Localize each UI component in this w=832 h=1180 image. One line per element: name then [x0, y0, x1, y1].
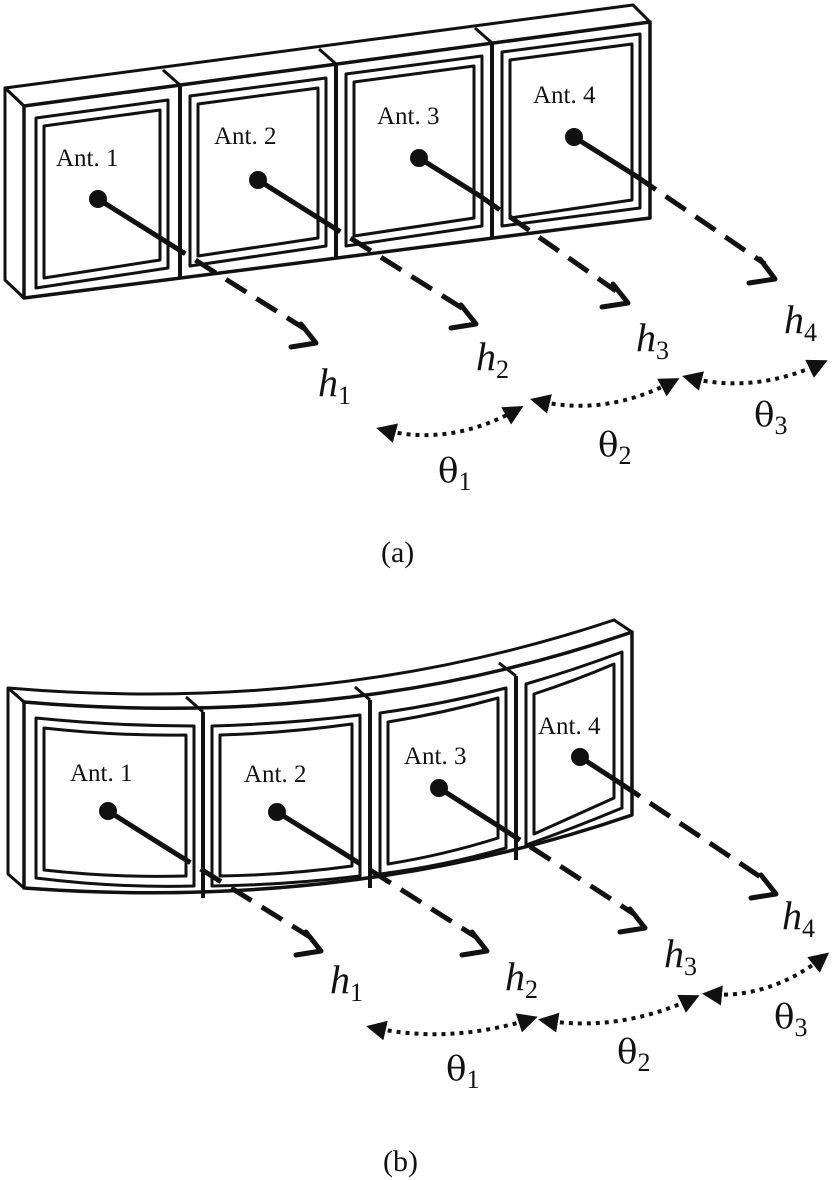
beam-arrowhead — [448, 302, 479, 331]
panel-a-angle-arc-3 — [682, 359, 828, 391]
panel-b-antenna-label-3: Ant. 3 — [404, 743, 467, 770]
beam-dashed-segment — [163, 238, 307, 332]
panel-a-antenna-label-4: Ant. 4 — [533, 82, 596, 109]
panel-b-beam-4 — [571, 748, 779, 901]
beam-arrowhead — [293, 929, 324, 958]
panel-b-caption: (b) — [383, 1145, 418, 1178]
panel-a-tile-4 — [500, 32, 642, 228]
panel-a-channel-label-4: h4 — [784, 297, 817, 347]
beam-solid-segment — [416, 155, 483, 199]
beam-arrowhead — [748, 872, 779, 901]
panel-b-channel-label-3: h3 — [664, 931, 697, 981]
panel-a-tile-3 — [344, 54, 484, 248]
panel-a-angle-label-1: θ1 — [438, 451, 471, 496]
panel-b: Ant. 1 Ant. 2 Ant. 3 Ant. 4 — [6, 618, 830, 1178]
panel-a-tile-3-inner — [352, 64, 476, 238]
panel-b-slab-left — [6, 686, 26, 890]
panel-b-angle-arc-2 — [538, 994, 700, 1033]
beam-arrowhead — [459, 929, 490, 958]
panel-a-tile-2 — [188, 76, 328, 268]
panel-a-angle-label-2: θ2 — [598, 425, 631, 470]
panel-b-channel-label-2: h2 — [505, 954, 538, 1004]
panel-a-angle-label-3: θ3 — [754, 395, 787, 440]
panel-b-angle-label-1: θ1 — [446, 1049, 479, 1094]
panel-a: Ant. 1 Ant. 2 Ant. 3 Ant. 4 — [3, 3, 828, 569]
beam-dashed-segment — [634, 173, 767, 267]
beam-dashed-segment — [338, 848, 478, 940]
beam-solid-segment — [571, 134, 639, 179]
panel-a-channel-label-2: h2 — [476, 334, 509, 384]
beam-dashed-segment — [168, 847, 312, 940]
panel-b-angle-arc-3 — [702, 952, 830, 1006]
panel-a-angle-arc-2 — [530, 378, 680, 414]
panel-a-beam-3 — [410, 149, 631, 310]
beam-solid-segment — [577, 754, 623, 786]
panel-b-angle-label-2: θ2 — [617, 1032, 650, 1077]
beam-solid-segment — [436, 785, 503, 830]
panel-b-tile-4-inner — [532, 662, 616, 836]
panel-b-channel-label-1: h1 — [330, 957, 363, 1007]
panel-b-tile-3 — [378, 686, 508, 876]
beam-solid-segment — [105, 808, 173, 853]
panel-b-angle-label-3: θ3 — [774, 997, 807, 1042]
beam-solid-segment — [255, 177, 323, 222]
panel-b-beam-2 — [268, 803, 490, 958]
panel-a-slab-left — [3, 86, 26, 300]
panel-b-top-seam — [354, 685, 371, 702]
beam-dashed-segment — [498, 824, 636, 917]
panel-b-beam-1 — [99, 802, 324, 958]
panel-b-antenna-label-1: Ant. 1 — [70, 760, 133, 787]
beam-arrowhead — [599, 281, 631, 310]
panel-b-top-seam — [185, 695, 204, 714]
panel-b-tile-2 — [210, 713, 362, 888]
beam-solid-segment — [274, 809, 343, 854]
beam-arrowhead — [746, 256, 778, 286]
panel-a-tile-1-inner — [42, 108, 162, 280]
panel-b-angle-arc-1 — [366, 1013, 538, 1041]
panel-a-top-seam — [474, 26, 493, 45]
panel-a-antenna-label-2: Ant. 2 — [214, 123, 277, 150]
panel-b-tile-2-inner — [218, 722, 354, 878]
panel-a-angle-arc-1 — [376, 406, 524, 443]
beam-dashed-segment — [318, 216, 467, 313]
panel-b-tile-1 — [34, 716, 196, 888]
panel-a-beam-4 — [565, 128, 778, 286]
panel-b-tile-3-inner — [386, 696, 500, 866]
beam-solid-segment — [95, 196, 168, 244]
panel-b-tile-4 — [524, 650, 624, 847]
panel-a-caption: (a) — [381, 536, 414, 569]
panel-a-channel-label-1: h1 — [318, 360, 351, 410]
panel-a-antenna-label-3: Ant. 3 — [377, 103, 440, 130]
panel-b-slab-front — [22, 630, 634, 895]
panel-a-tile-1 — [34, 98, 170, 290]
beam-arrowhead — [288, 321, 319, 350]
panel-a-channel-label-3: h3 — [636, 315, 669, 365]
beam-dashed-segment — [478, 193, 618, 294]
panel-a-beam-2 — [249, 171, 479, 331]
panel-a-tile-2-inner — [196, 86, 320, 258]
panel-b-antenna-label-2: Ant. 2 — [244, 761, 307, 788]
panel-b-tile-1-inner — [42, 726, 188, 878]
panel-b-top-seam — [498, 661, 517, 678]
beam-arrowhead — [617, 906, 648, 935]
panel-b-antenna-label-4: Ant. 4 — [538, 713, 601, 740]
panel-a-antenna-label-1: Ant. 1 — [56, 145, 119, 172]
panel-b-beam-3 — [430, 779, 648, 935]
panel-b-channel-label-4: h4 — [782, 893, 815, 943]
panel-a-beam-1 — [89, 190, 319, 350]
panel-a-top-seam — [318, 47, 337, 66]
beam-dashed-segment — [618, 780, 767, 883]
panel-a-tile-4-inner — [508, 42, 634, 220]
panel-a-top-seam — [162, 68, 181, 87]
